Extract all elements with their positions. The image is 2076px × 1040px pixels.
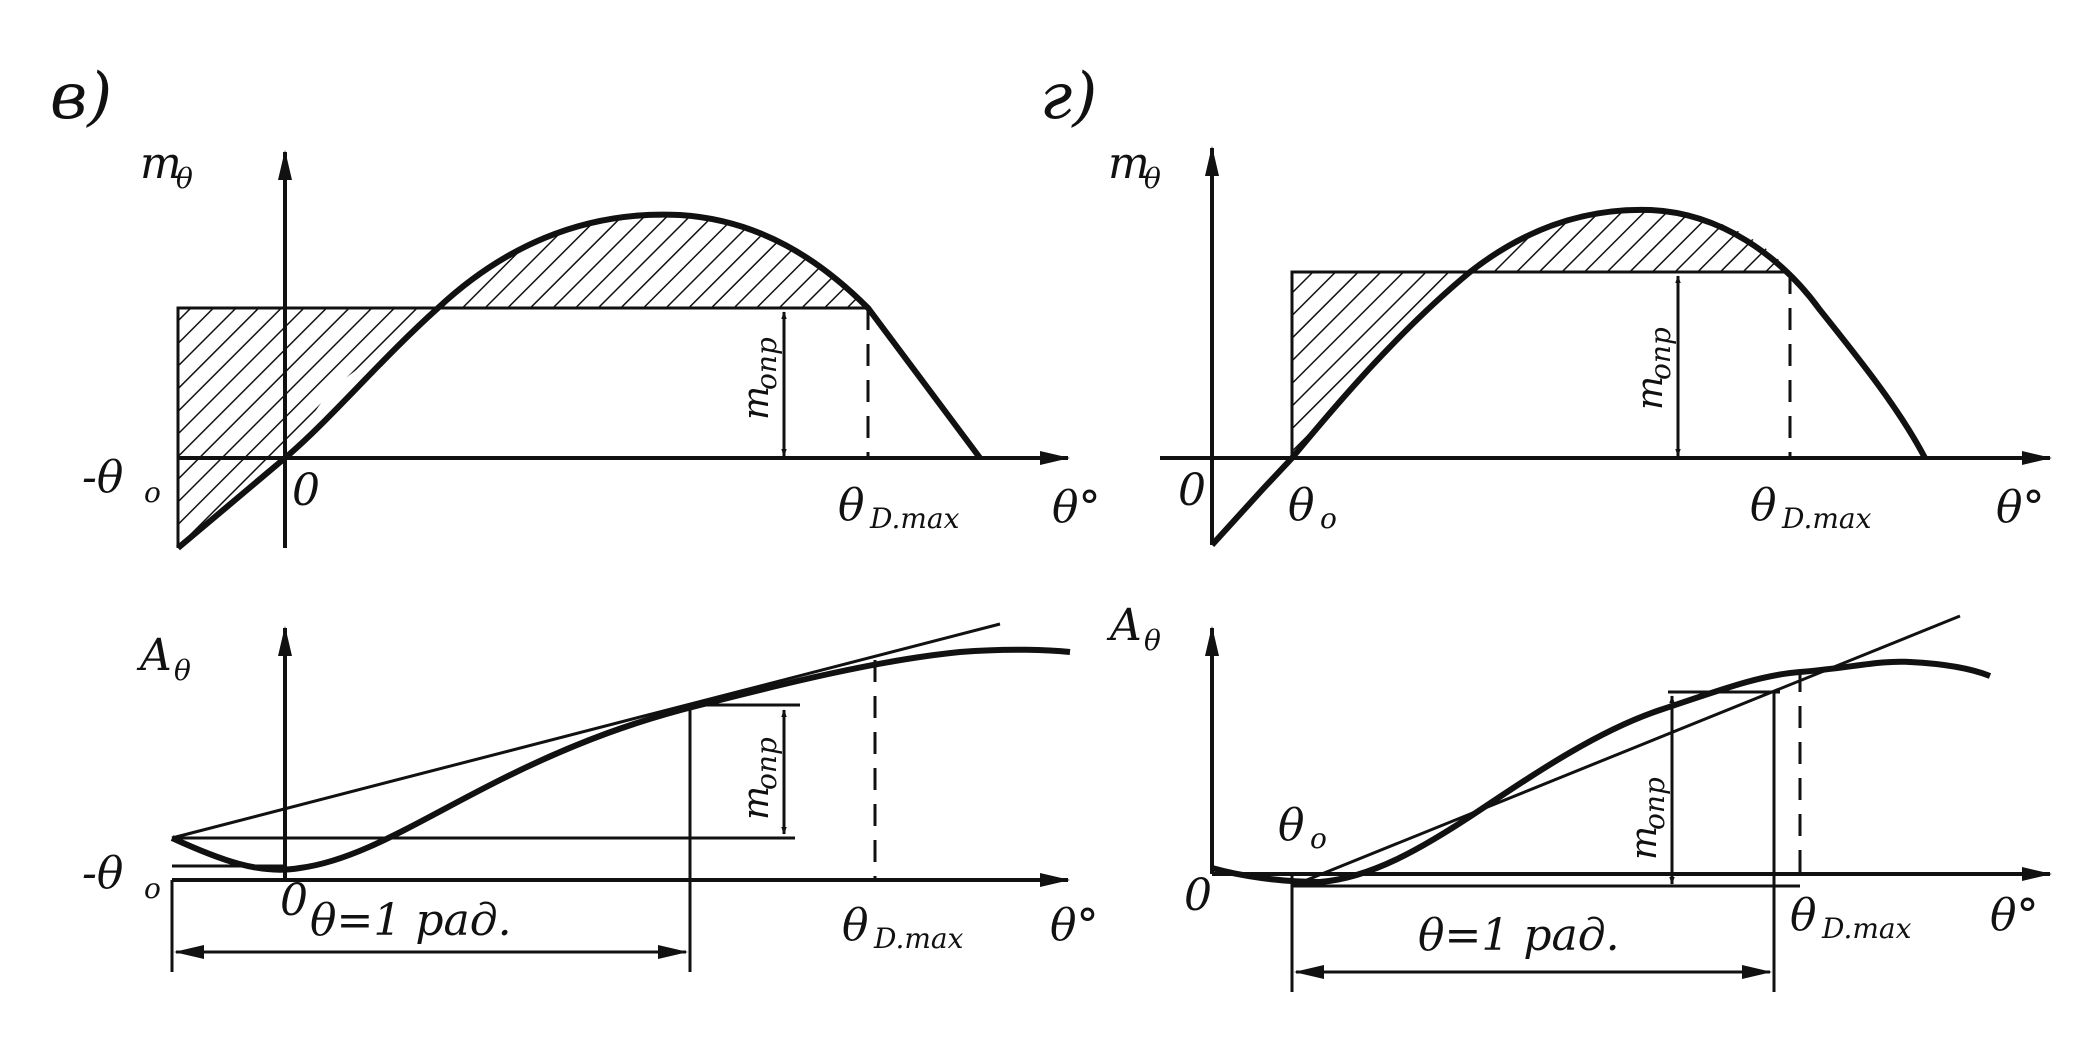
rad-label: θ=1 рад.	[1418, 910, 1620, 961]
theta0-label: θ	[1278, 800, 1305, 851]
m-opr-label-group: m опр	[736, 337, 783, 420]
m-opr-label: m	[736, 386, 777, 420]
tangent-line	[1291, 614, 1961, 888]
x-axis-label: θ°	[1990, 890, 2039, 941]
theta-max-label: θ	[1750, 480, 1777, 531]
theta-max-label: θ	[842, 900, 869, 951]
panel-g-bottom-graph: A θ 0 θ o θ D.max θ° θ=1 рад. m опр	[1106, 600, 2052, 992]
origin-label: 0	[1178, 465, 1206, 516]
neg-theta-label: -θ	[82, 848, 123, 899]
m-opr-level-rect	[1290, 270, 1790, 458]
x-axis-label: θ°	[1052, 482, 1101, 533]
theta-max-label: θ	[838, 480, 865, 531]
rad-label: θ=1 рад.	[310, 895, 512, 946]
x-axis-label: θ°	[1050, 900, 1099, 951]
origin-label: 0	[280, 875, 308, 926]
panel-g-top-graph: m θ 0 θ o θ D.max θ° m опр	[1108, 138, 2052, 548]
theta0-label-sub: o	[1310, 822, 1327, 855]
m-opr-level-rect	[176, 306, 868, 548]
hatched-area-left	[1292, 272, 1470, 458]
work-curve	[1211, 658, 1992, 886]
panel-g: г) m θ 0 θ o θ D.max θ° m опр	[1040, 60, 2052, 992]
panel-g-letter: г)	[1040, 60, 1097, 134]
y-axis-label-sub: θ	[1144, 162, 1161, 195]
work-curve	[170, 646, 1071, 873]
moment-curve	[176, 211, 983, 551]
y-axis-label-sub: θ	[1144, 624, 1161, 657]
m-opr-label-sub: опр	[750, 737, 783, 790]
theta-max-label: θ	[1790, 890, 1817, 941]
y-axis-label: A	[136, 630, 172, 681]
y-axis-label: m	[1108, 138, 1150, 189]
y-axis-label-sub: θ	[174, 654, 191, 687]
theta-max-label-sub: D.max	[1781, 502, 1872, 535]
m-opr-label-group: m опр	[1624, 777, 1671, 860]
y-axis-label-sub: θ	[176, 162, 193, 195]
hatched-area-left	[178, 308, 438, 548]
neg-theta-label-sub: o	[144, 476, 161, 509]
theta-max-label-sub: D.max	[869, 502, 960, 535]
m-opr-label: m	[1624, 826, 1665, 860]
tangent-line	[171, 622, 1001, 840]
origin-label: 0	[1184, 870, 1212, 921]
m-opr-label-sub: опр	[1644, 327, 1677, 380]
origin-label: 0	[292, 465, 320, 516]
m-opr-label-group: m опр	[736, 737, 783, 820]
theta0-label: θ	[1288, 480, 1315, 531]
m-opr-label: m	[1630, 376, 1671, 410]
theta-max-label-sub: D.max	[873, 922, 964, 955]
panel-v: в) m θ -θ o 0 θ D.max θ°	[50, 60, 1101, 972]
m-opr-label-sub: опр	[1638, 777, 1671, 830]
y-axis-label: A	[1106, 600, 1142, 651]
neg-theta-label-sub: o	[144, 872, 161, 905]
m-opr-label-sub: опр	[750, 337, 783, 390]
y-axis-label: m	[140, 138, 182, 189]
neg-theta-label: -θ	[82, 452, 123, 503]
moment-curve	[1209, 206, 1928, 548]
theta0-label-sub: o	[1320, 502, 1337, 535]
x-axis-label: θ°	[1996, 482, 2045, 533]
m-opr-label: m	[736, 786, 777, 820]
m-opr-label-group: m опр	[1630, 327, 1677, 410]
theta-max-label-sub: D.max	[1821, 912, 1912, 945]
panel-v-bottom-graph: A θ -θ o 0 θ D.max θ° θ=1 рад. m опр	[82, 622, 1099, 972]
panel-v-top-graph: m θ -θ o 0 θ D.max θ° m опр	[82, 138, 1101, 551]
panel-v-letter: в)	[50, 60, 112, 134]
